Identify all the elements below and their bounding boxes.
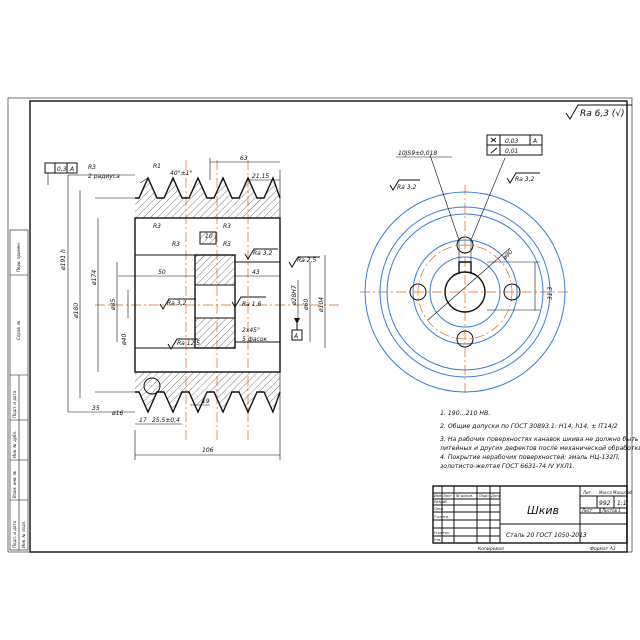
mass-label: Масса [599, 490, 612, 495]
dim-dia-bore: ø28H7 [291, 285, 298, 306]
label-chamfer: 2х45° [242, 327, 260, 334]
keyway [458, 261, 472, 274]
general-roughness-text: Ra 6,3 (√) [580, 108, 625, 119]
title-block: Изм. Лист № докум. Подп. Дата Разраб. Пр… [432, 485, 633, 552]
drawing-frame [29, 100, 628, 553]
dim-dia-40: ø40 [121, 334, 128, 346]
dim-19: 19 [202, 398, 210, 405]
label-r3-d: R3 [223, 241, 231, 248]
roughness-ra32-d: Ra 3,2 [515, 176, 534, 183]
copied-label: Копировал [478, 546, 504, 552]
side-strip-label-4: Взам. инв. № [12, 471, 17, 498]
bore-circle [444, 271, 486, 313]
technical-notes: 1. 190...210 НВ. 2. Общие допуски по ГОС… [439, 410, 640, 470]
label-r1: R1 [153, 163, 161, 170]
dim-dia-85: ø85 [110, 299, 117, 311]
dim-dia-90: ø90 [501, 248, 515, 262]
dim-dia-16: ø16 [111, 410, 123, 417]
bolt-hole-left [409, 283, 427, 301]
title-header-date: Дата [490, 494, 500, 498]
tolerance-frame-left [44, 162, 78, 174]
bolt-hole-right [503, 283, 521, 301]
tolerance-left-value: 0,3 [57, 166, 67, 173]
side-strip: Перв. примен. Справ. № Подп. и дата Инв.… [9, 229, 29, 551]
bolt-hole-bottom [456, 330, 474, 348]
title-role-3: Н.контр. [434, 531, 450, 535]
outer-circle [364, 191, 566, 393]
title-header-doc: № докум. [455, 494, 473, 498]
keyway-tolerance: 10JS9±0,018 [398, 150, 437, 157]
section-view: 0,3 А А R3 2 радиуса R1 40°±1° 63 21,15 … [44, 155, 340, 460]
scale-label: Масштаб [613, 490, 633, 495]
tolerance-right-row2: 0,01 [505, 148, 518, 155]
tolerance-right-row1: 0,03 [505, 138, 519, 145]
dim-dia-104: ø104 [318, 297, 325, 313]
hub [194, 254, 236, 349]
title-header-list: Лист [442, 494, 453, 498]
tolerance-left-datum: А [69, 166, 74, 173]
side-strip-label-1: Справ. № [16, 321, 21, 340]
dim-43: 43 [252, 269, 260, 276]
note-3: 3. На рабочих поверхностях канавок шкива… [440, 435, 640, 443]
dim-10: 10 [205, 233, 213, 240]
side-strip-label-0: Перв. примен. [16, 242, 21, 272]
title-header-sign: Подп. [479, 494, 490, 498]
dim-17: 17 [139, 417, 147, 424]
title-header-izm: Изм. [434, 494, 442, 498]
note-2: 2. Общие допуски по ГОСТ 30893.1: Н14, h… [440, 422, 618, 430]
note-3-cont: литейных и других дефектов после механич… [439, 444, 640, 452]
roughness-ra125: Ra 12,5 [177, 340, 200, 347]
dim-63: 63 [240, 155, 248, 162]
label-two-radii: 2 радиуса [88, 173, 120, 180]
material: Сталь 20 ГОСТ 1050-2013 [506, 532, 587, 539]
label-r3-a: R3 [153, 223, 161, 230]
roughness-ra32-a: Ra 3,2 [253, 250, 272, 257]
mass-value: 992 [599, 500, 611, 507]
datum-box-label: А [293, 333, 298, 340]
roughness-ra25: Ra 2,5 [297, 257, 316, 264]
outer-sheet-border [7, 97, 633, 553]
title-role-4: Утв. [434, 538, 441, 542]
roughness-ra32-b: Ra 3,2 [167, 300, 186, 307]
title-role-1: Пров. [434, 507, 444, 511]
lower-hole [143, 377, 161, 395]
dim-dia-191: ø191 h [60, 249, 67, 271]
tolerance-right-row1-datum: А [532, 138, 537, 145]
dim-50: 50 [158, 269, 166, 276]
dim-dia-174: ø174 [91, 270, 98, 286]
label-r3-b: R3 [172, 241, 180, 248]
dim-dia-180: ø180 [73, 303, 80, 319]
label-r3-c: R3 [223, 223, 231, 230]
dim-dia-60: ø60 [303, 299, 310, 311]
dim-2115: 21,15 [252, 173, 269, 180]
dim-255: 25,5±0,4 [152, 417, 180, 424]
front-view: 0,03 А 0,01 10JS9±0,018 Ra 3,2 Ra 3,2 ø9… [360, 134, 570, 395]
label-r3-two-radii: R3 [88, 164, 96, 171]
note-4: 4. Покрытие нерабочих поверхностей: эмал… [440, 453, 620, 461]
format-label: Формат А3 [590, 546, 616, 552]
note-1: 1. 190...210 НВ. [440, 410, 490, 417]
scale-value: 1:1 [617, 500, 627, 507]
label-chamfer-count: 5 фасок [242, 336, 268, 343]
lit-label: Лит. [582, 490, 592, 495]
general-roughness-symbol: Ra 6,3 (√) [565, 104, 632, 120]
side-strip-label-6: Инв. № подл. [21, 520, 26, 548]
sheets-label: Листов 1 [601, 508, 621, 513]
part-name: Шкив [527, 504, 559, 517]
side-strip-label-5: Подп. и дата [12, 520, 17, 548]
bolt-hole-top [456, 236, 474, 254]
note-4-cont: золотисто-желтая ГОСТ 6631-74 IV УХЛ1. [440, 463, 575, 470]
title-role-2: Т.контр. [434, 515, 449, 519]
title-role-0: Разраб. [434, 500, 448, 504]
sheet-label: Лист [581, 508, 593, 513]
side-strip-label-2: Подп. и дата [12, 390, 17, 418]
dim-106: 106 [202, 447, 214, 454]
label-angle: 40°±1° [170, 170, 192, 177]
roughness-ra32-c: Ra 3,2 [397, 184, 416, 191]
roughness-ra16: Ra 1,6 [242, 301, 261, 308]
side-strip-label-3: Инв. № дубл. [12, 431, 17, 458]
dim-313: 31,3 [547, 286, 554, 300]
dim-35: 35 [92, 405, 100, 412]
